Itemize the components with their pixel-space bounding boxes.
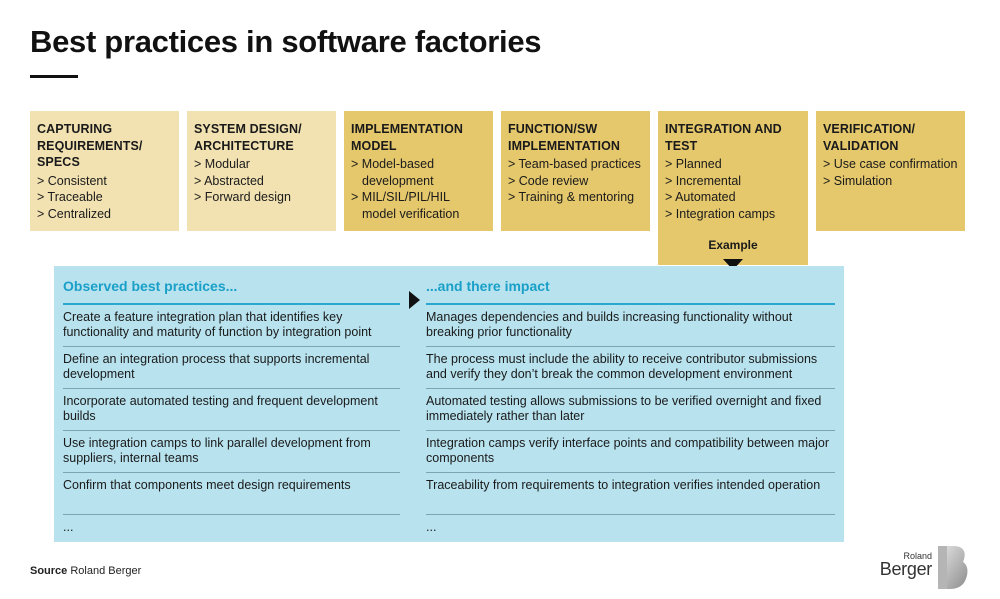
right-arrow-icon xyxy=(409,291,420,309)
card-item: Abstracted xyxy=(194,173,329,190)
impact-column: ...and there impact Manages dependencies… xyxy=(426,266,835,556)
source-text: Roland Berger xyxy=(70,565,142,577)
best-practice-row: Create a feature integration plan that i… xyxy=(63,305,400,347)
card-verification-validation: VERIFICATION/ VALIDATION Use case confir… xyxy=(816,111,965,231)
best-practice-row: Define an integration process that suppo… xyxy=(63,347,400,389)
impact-row: Integration camps verify interface point… xyxy=(426,431,835,473)
best-practices-column: Observed best practices... Create a feat… xyxy=(63,266,400,556)
best-practice-row: ... xyxy=(63,520,74,534)
example-label: Example xyxy=(708,238,758,252)
card-item: Simulation xyxy=(823,173,958,190)
card-item: Centralized xyxy=(37,206,172,223)
logo-text-small: Roland xyxy=(903,551,932,561)
source-label: Source xyxy=(30,565,68,577)
best-practice-row: Incorporate automated testing and freque… xyxy=(63,389,400,431)
best-practices-header: Observed best practices... xyxy=(63,266,400,305)
logo-b-mark-icon xyxy=(938,546,968,589)
card-item: Team-based practices xyxy=(508,156,643,173)
logo-text-big: Berger xyxy=(879,559,933,579)
impact-row: Automated testing allows submissions to … xyxy=(426,389,835,431)
impact-row: Traceability from requirements to integr… xyxy=(426,473,835,515)
card-function-sw: FUNCTION/SW IMPLEMENTATION Team-based pr… xyxy=(501,111,650,231)
page-title: Best practices in software factories xyxy=(30,24,542,59)
roland-berger-logo: Roland Berger xyxy=(870,545,970,590)
card-item: Planned xyxy=(665,156,801,173)
card-title: VERIFICATION/ VALIDATION xyxy=(823,122,916,153)
impact-header: ...and there impact xyxy=(426,266,835,305)
card-system-design: SYSTEM DESIGN/ ARCHITECTURE Modular Abst… xyxy=(187,111,336,231)
card-item: Training & mentoring xyxy=(508,189,643,206)
card-item: Traceable xyxy=(37,189,172,206)
card-title: CAPTURING REQUIREMENTS/ SPECS xyxy=(37,122,143,169)
card-item: Code review xyxy=(508,173,643,190)
card-title: INTEGRATION AND TEST xyxy=(665,122,782,153)
card-implementation-model: IMPLEMENTATION MODEL Model-based develop… xyxy=(344,111,493,231)
card-title: IMPLEMENTATION MODEL xyxy=(351,122,464,153)
example-panel: Observed best practices... Create a feat… xyxy=(54,266,844,542)
card-item: Incremental xyxy=(665,173,801,190)
source-note: Source Roland Berger xyxy=(30,565,141,577)
card-item: MIL/SIL/PIL/HIL model verification xyxy=(351,189,486,222)
card-item: Consistent xyxy=(37,173,172,190)
card-item: Modular xyxy=(194,156,329,173)
impact-row: Manages dependencies and builds increasi… xyxy=(426,305,835,347)
impact-row: The process must include the ability to … xyxy=(426,347,835,389)
card-item: Forward design xyxy=(194,189,329,206)
card-item: Integration camps xyxy=(665,206,801,223)
best-practice-row: Confirm that components meet design requ… xyxy=(63,473,400,515)
card-item: Automated xyxy=(665,189,801,206)
best-practice-row: Use integration camps to link parallel d… xyxy=(63,431,400,473)
example-arrow-icon xyxy=(723,259,743,270)
title-underline xyxy=(30,75,78,78)
card-title: SYSTEM DESIGN/ ARCHITECTURE xyxy=(194,122,302,153)
impact-row: ... xyxy=(426,520,437,534)
card-item: Model-based development xyxy=(351,156,486,189)
card-capturing-requirements: CAPTURING REQUIREMENTS/ SPECS Consistent… xyxy=(30,111,179,231)
card-integration-test: INTEGRATION AND TEST Planned Incremental… xyxy=(658,111,808,265)
card-title: FUNCTION/SW IMPLEMENTATION xyxy=(508,122,621,153)
card-item: Use case confirmation xyxy=(823,156,958,173)
